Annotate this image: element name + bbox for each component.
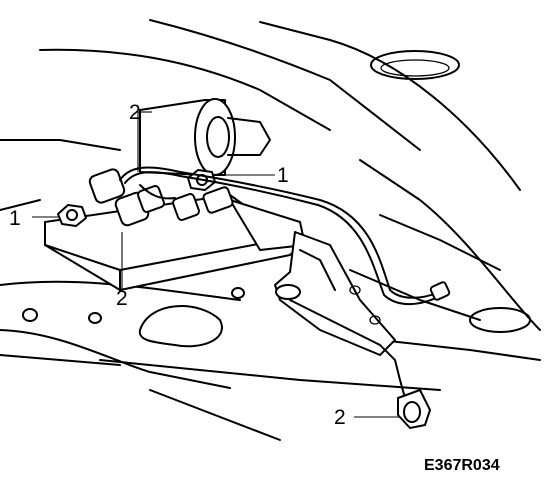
crossmember-tube xyxy=(139,98,271,176)
mounting-nut-left xyxy=(57,204,87,227)
floor-hole-small xyxy=(231,287,245,299)
callout-leaders xyxy=(32,111,400,418)
body-hole-oval-inner xyxy=(380,59,450,77)
wiring-harness xyxy=(119,166,441,399)
bottom-connector xyxy=(397,389,431,429)
floor-hole-small-2 xyxy=(88,312,102,324)
floor-hole-right xyxy=(469,307,531,333)
callout-1-left: 1 xyxy=(9,207,21,230)
harness-clip xyxy=(429,281,451,301)
callout-2-bottom: 2 xyxy=(334,406,346,429)
floor-opening-left xyxy=(138,305,223,348)
body-hole-oval xyxy=(370,50,460,80)
callout-2-top: 2 xyxy=(129,101,141,124)
callout-2-lower: 2 xyxy=(116,287,128,310)
connector-plugs xyxy=(88,168,234,227)
callout-1-right: 1 xyxy=(277,164,289,187)
module-housing xyxy=(44,194,306,291)
figure-code: E367R034 xyxy=(424,457,500,474)
floor-hole-small-3 xyxy=(22,308,38,322)
sensor-bracket xyxy=(274,231,396,356)
